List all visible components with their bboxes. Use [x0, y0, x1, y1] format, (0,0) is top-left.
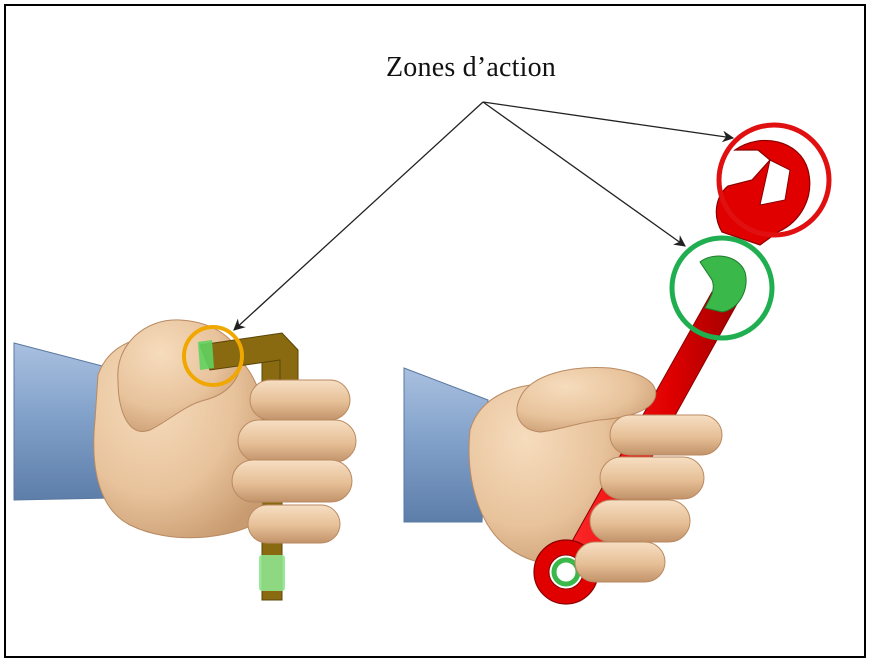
- action-zones-label: Zones d’action: [386, 52, 556, 84]
- left-finger-3: [232, 460, 352, 502]
- left-hand-with-hex-key: [14, 320, 356, 600]
- right-finger-3: [590, 500, 690, 542]
- left-finger-2: [238, 420, 356, 462]
- left-finger-4: [248, 505, 340, 543]
- arrow-to-hex-key: [234, 102, 483, 330]
- hex-key-tip: [259, 555, 285, 591]
- left-finger-1: [250, 380, 350, 420]
- right-finger-2: [600, 457, 704, 499]
- arrow-to-jaw: [483, 102, 685, 246]
- arrow-to-open-end: [483, 102, 733, 138]
- callout-arrows: [234, 102, 733, 330]
- right-finger-1: [610, 415, 722, 455]
- right-finger-4: [575, 542, 665, 582]
